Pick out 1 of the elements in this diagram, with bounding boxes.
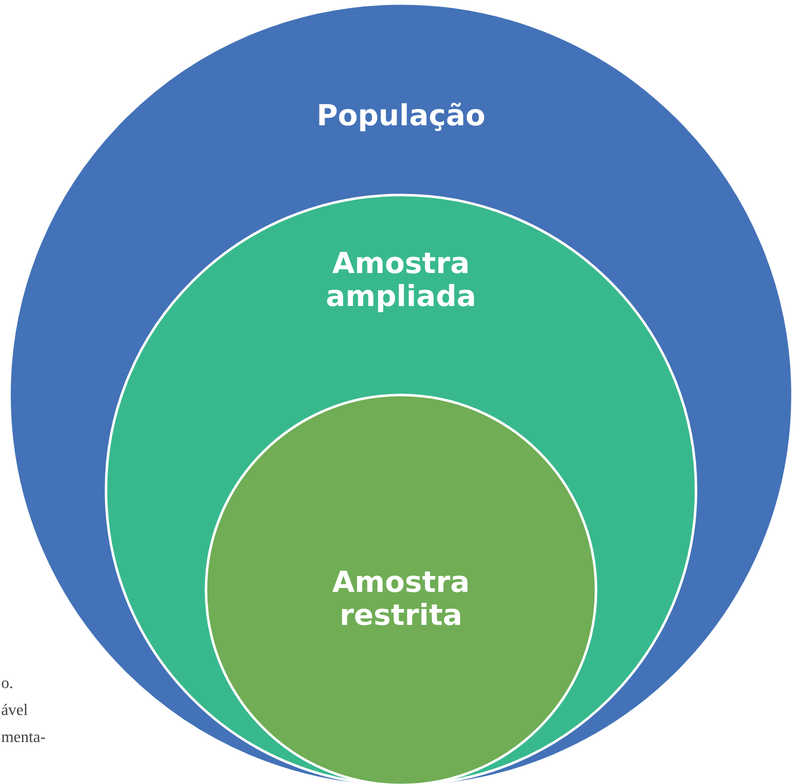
body-text: o. [2,680,12,688]
